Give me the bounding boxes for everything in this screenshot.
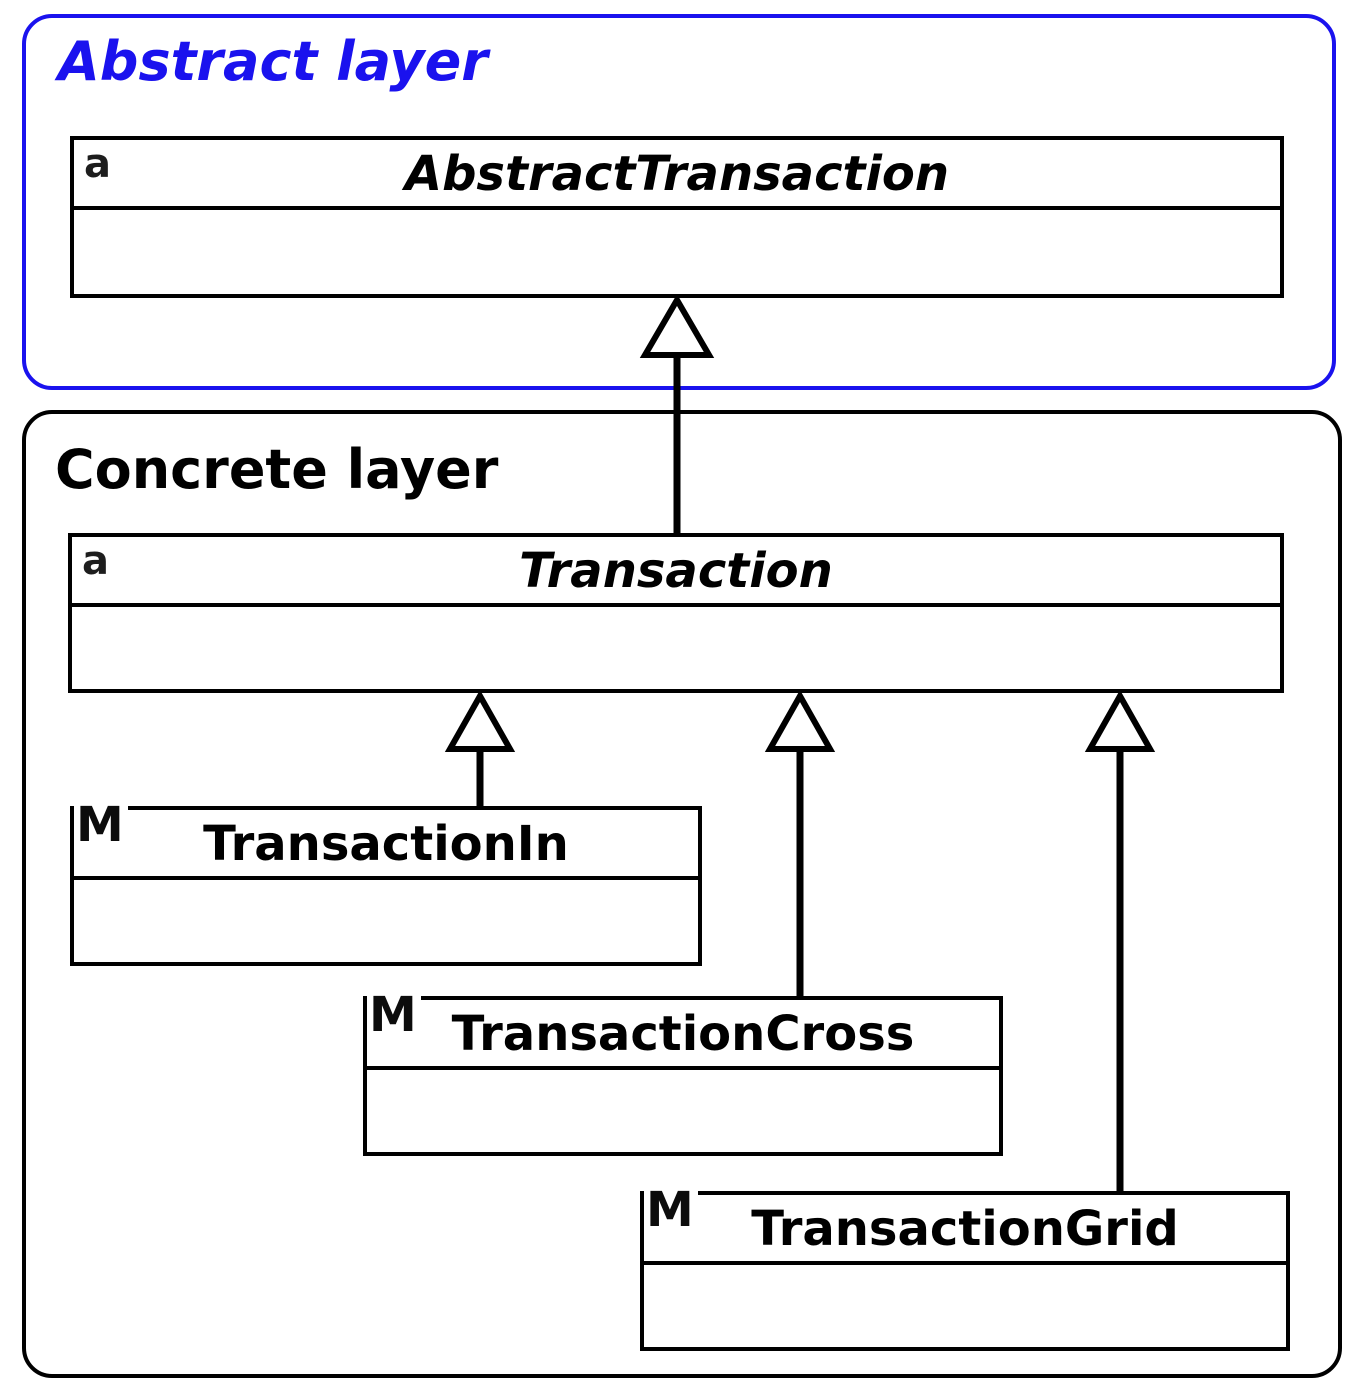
class-name: TransactionCross [451,1006,915,1062]
class-empty-compartment [74,880,698,962]
class-box-transaction-cross: M TransactionCross [363,990,1003,1156]
class-empty-compartment [74,210,1280,294]
class-empty-compartment [72,607,1280,689]
class-name: Transaction [519,543,833,599]
class-name: TransactionIn [203,816,569,872]
class-name: AbstractTransaction [404,146,950,202]
abstract-class-icon: a [84,141,111,187]
class-title-row: a AbstractTransaction [74,140,1280,210]
matlab-class-icon: M [74,800,128,849]
class-title-row: M TransactionGrid [644,1185,1286,1265]
class-box-transaction-grid: M TransactionGrid [640,1185,1290,1351]
class-title-row: M TransactionCross [367,990,999,1070]
concrete-layer-container [22,410,1342,1378]
class-box-transaction: a Transaction [68,533,1284,693]
class-name: TransactionGrid [751,1201,1179,1257]
class-empty-compartment [367,1070,999,1152]
class-title-row: M TransactionIn [74,800,698,880]
abstract-class-icon: a [82,538,109,584]
class-empty-compartment [644,1265,1286,1347]
class-title-row: a Transaction [72,537,1280,607]
class-box-transaction-in: M TransactionIn [70,800,702,966]
matlab-class-icon: M [644,1185,698,1234]
concrete-layer-label: Concrete layer [55,438,499,501]
class-box-abstract-transaction: a AbstractTransaction [70,136,1284,298]
abstract-layer-label: Abstract layer [58,30,488,93]
matlab-class-icon: M [367,990,421,1039]
